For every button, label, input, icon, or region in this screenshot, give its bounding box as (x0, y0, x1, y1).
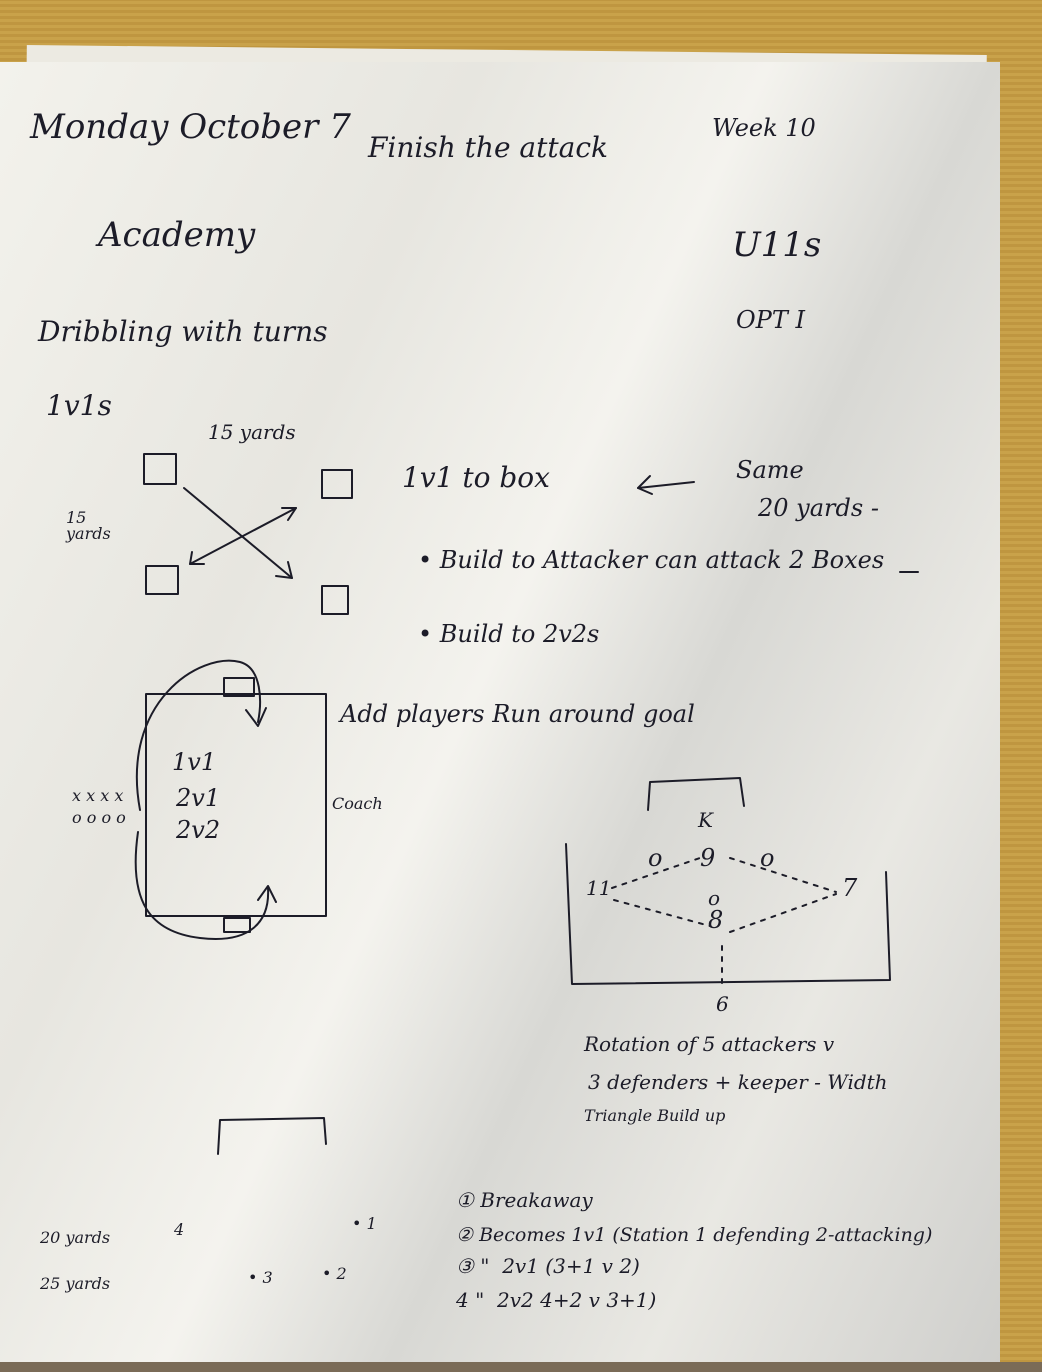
box-bottom-left (145, 565, 179, 595)
drill1-diagram (143, 453, 919, 615)
drill2-stage-3: 2v2 (176, 816, 221, 844)
drill3-pos-o-left: o (648, 844, 663, 872)
handwritten-note-page: Monday October 7 Finish the attack Week … (0, 62, 1000, 1362)
date-heading: Monday October 7 (30, 107, 351, 147)
drill4-dist-2: 25 yards (40, 1274, 111, 1293)
drill3-note-3: Triangle Build up (584, 1106, 726, 1125)
drill4-marker-2: • 2 (322, 1264, 347, 1283)
drill1-bullet-2-text: Build to 2v2s (439, 620, 600, 648)
drill3-note-2: 3 defenders + keeper - Width (588, 1070, 888, 1094)
drill4-dist-1: 20 yards (40, 1228, 111, 1247)
drill4-marker-1: • 1 (352, 1214, 377, 1233)
drill3-formation-diagram (565, 777, 891, 987)
drill2-defenders: o o o o (72, 808, 126, 827)
drill2-field-diagram (134, 659, 327, 940)
drill4-goal-diagram (217, 1117, 327, 1155)
drill3-pos-11: 11 (586, 876, 612, 900)
drill4-marker-4: 4 (174, 1220, 185, 1239)
run-around-path-top (135, 659, 261, 811)
drill4-step-4: 4 " 2v2 4+2 v 3+1) (456, 1288, 657, 1312)
drill2-stage-1: 1v1 (172, 748, 217, 776)
drill1-title: 1v1s (46, 389, 112, 422)
drill2-attackers: x x x x (72, 786, 124, 805)
drill3-pos-6: 6 (716, 992, 729, 1016)
drill3-pos-o-right: o (760, 844, 775, 872)
session-topic: Finish the attack (368, 131, 608, 164)
drill1-width-label: 15 yards (208, 420, 296, 444)
drill3-pos-o-center: o (708, 886, 721, 910)
drill4-step-2: ② Becomes 1v1 (Station 1 defending 2-att… (456, 1224, 933, 1246)
drill3-pos-8: 8 (708, 906, 724, 934)
drill3-pos-9: 9 (700, 844, 716, 872)
drill4-marker-1-label: 1 (366, 1214, 377, 1233)
drill2-stage-2: 2v1 (176, 784, 221, 812)
drill1-height-label: 15 yards (66, 508, 111, 543)
drill3-goal (647, 777, 745, 811)
drill4-goal (217, 1117, 327, 1155)
team-name: OPT I (736, 306, 805, 334)
drill2-field (145, 693, 327, 917)
drill3-field (565, 843, 891, 985)
drill4-step-3: ③ " 2v1 (3+1 v 2) (456, 1254, 640, 1278)
program-name: Academy (98, 215, 256, 255)
drill3-pos-7: 7 (842, 874, 858, 902)
diagonal-arrow-2 (189, 507, 297, 565)
left-arrow (637, 481, 695, 489)
box-top-left (143, 453, 177, 485)
drill1-bullet-1-text: Build to Attacker can attack 2 Boxes (439, 546, 885, 574)
drill1-bullet-2: • Build to 2v2s (418, 620, 600, 648)
drill2-goal-bottom (223, 917, 251, 933)
drill3-keeper: K (698, 808, 713, 832)
drill1-same: Same (736, 456, 804, 484)
drill1-distance: 20 yards - (758, 494, 879, 522)
drill1-note: 1v1 to box (402, 461, 550, 494)
drill4-marker-3: • 3 (248, 1268, 273, 1287)
week-label: Week 10 (712, 114, 816, 142)
box-top-right (321, 469, 353, 499)
run-around-path-bottom (134, 831, 270, 940)
drill1-bullet-1: • Build to Attacker can attack 2 Boxes (418, 546, 885, 574)
drill2-note: Add players Run around goal (340, 700, 695, 728)
box-bottom-right (321, 585, 349, 615)
drill2-coach: Coach (332, 794, 383, 813)
session-theme: Dribbling with turns (38, 315, 328, 348)
bottom-edge-strip (0, 1362, 1042, 1372)
drill3-note-1: Rotation of 5 attackers v (584, 1032, 835, 1056)
drill2-goal-top (223, 677, 255, 697)
drill4-marker-3-label: 3 (262, 1268, 273, 1287)
diagonal-arrow-1 (183, 487, 293, 579)
age-group: U11s (732, 225, 822, 265)
drill4-marker-2-label: 2 (336, 1264, 347, 1283)
drill4-step-1: ① Breakaway (456, 1188, 593, 1212)
